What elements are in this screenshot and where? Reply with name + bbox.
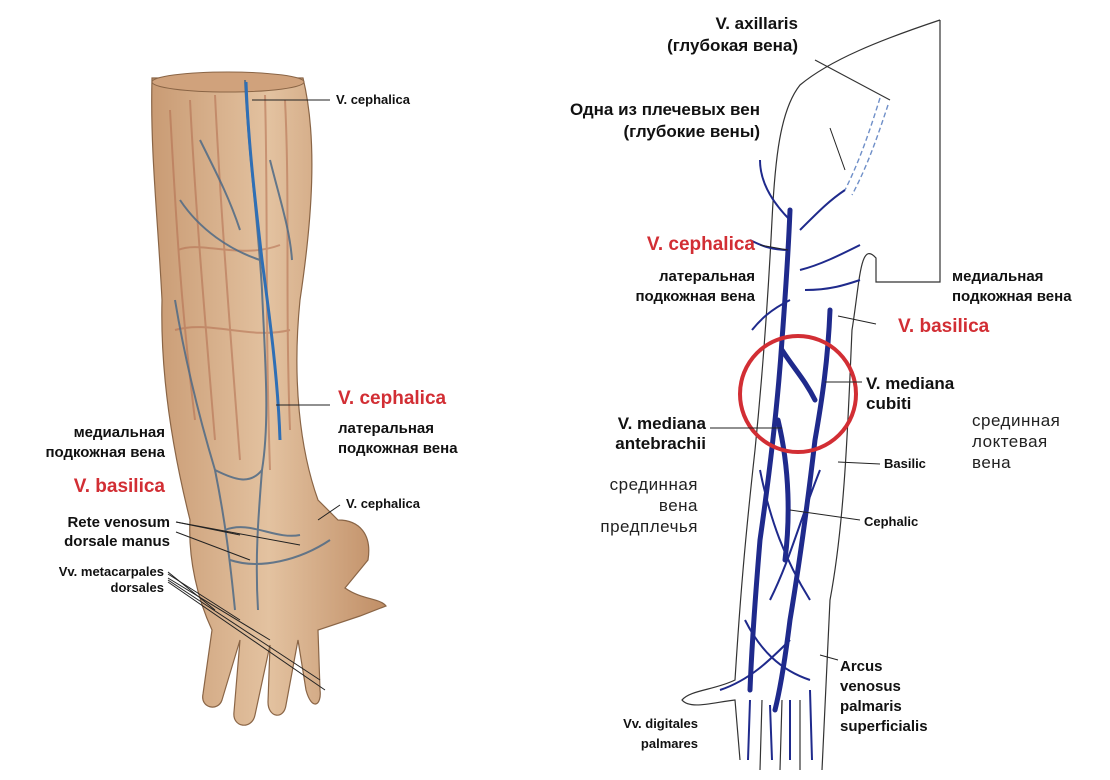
label-mediana-cubiti-1: V. mediana — [866, 374, 954, 394]
label-arcus-4: superficialis — [840, 718, 928, 736]
label-cubiti-ru-2: локтевая — [972, 432, 1048, 451]
label-basilic: Basilic — [884, 456, 926, 472]
label-mediana-antebrachii-1: V. mediana — [618, 414, 706, 434]
label-right-v-basilica-red: V. basilica — [898, 316, 989, 338]
label-left-medial-2: подкожная вена — [45, 444, 165, 462]
label-arcus-2: venosus — [840, 678, 901, 696]
label-axillaris-2: (глубокая вена) — [667, 36, 798, 56]
label-right-medial-1: медиальная — [952, 268, 1043, 286]
label-left-lateral-2: подкожная вена — [338, 440, 458, 458]
label-left-medial-1: медиальная — [74, 424, 165, 442]
right-vein-network — [750, 210, 830, 710]
label-axillaris-1: V. axillaris — [715, 14, 798, 34]
label-cubiti-ru-1: срединная — [972, 411, 1060, 430]
label-arcus-3: palmaris — [840, 698, 902, 716]
label-rete-2: dorsale manus — [64, 533, 170, 551]
cubital-fossa-highlight — [740, 336, 856, 452]
label-right-lateral-2: подкожная вена — [635, 288, 755, 306]
label-cephalic: Cephalic — [864, 514, 918, 530]
label-rete-1: Rete venosum — [67, 514, 170, 532]
label-cubiti-ru-3: вена — [972, 453, 1011, 472]
label-left-v-cephalica-red: V. cephalica — [338, 388, 446, 410]
left-arm-cut-top — [152, 72, 304, 92]
label-right-medial-2: подкожная вена — [952, 288, 1072, 306]
label-arcus-1: Arcus — [840, 658, 883, 676]
label-brachial-2: (глубокие вены) — [624, 122, 761, 142]
label-brachial-1: Одна из плечевых вен — [570, 100, 760, 120]
label-left-lateral-1: латеральная — [338, 420, 434, 438]
label-left-v-cephalica-hand: V. cephalica — [346, 496, 420, 512]
label-left-v-cephalica-top: V. cephalica — [336, 92, 410, 108]
label-metacarp-1: Vv. metacarpales — [59, 564, 164, 580]
deep-brachial-vein — [845, 98, 888, 195]
label-metacarp-2: dorsales — [111, 580, 164, 596]
label-mediana-cubiti-2: cubiti — [866, 394, 911, 414]
label-antebrachii-ru-2: вена — [659, 496, 698, 515]
label-left-v-basilica-red: V. basilica — [74, 476, 165, 498]
label-antebrachii-ru-3: предплечья — [600, 517, 698, 536]
label-right-lateral-1: латеральная — [659, 268, 755, 286]
label-digitales-2: palmares — [641, 736, 698, 752]
label-antebrachii-ru-1: срединная — [610, 475, 698, 494]
label-mediana-antebrachii-2: antebrachii — [615, 434, 706, 454]
label-right-v-cephalica-red: V. cephalica — [647, 234, 755, 256]
label-digitales-1: Vv. digitales — [623, 716, 698, 732]
